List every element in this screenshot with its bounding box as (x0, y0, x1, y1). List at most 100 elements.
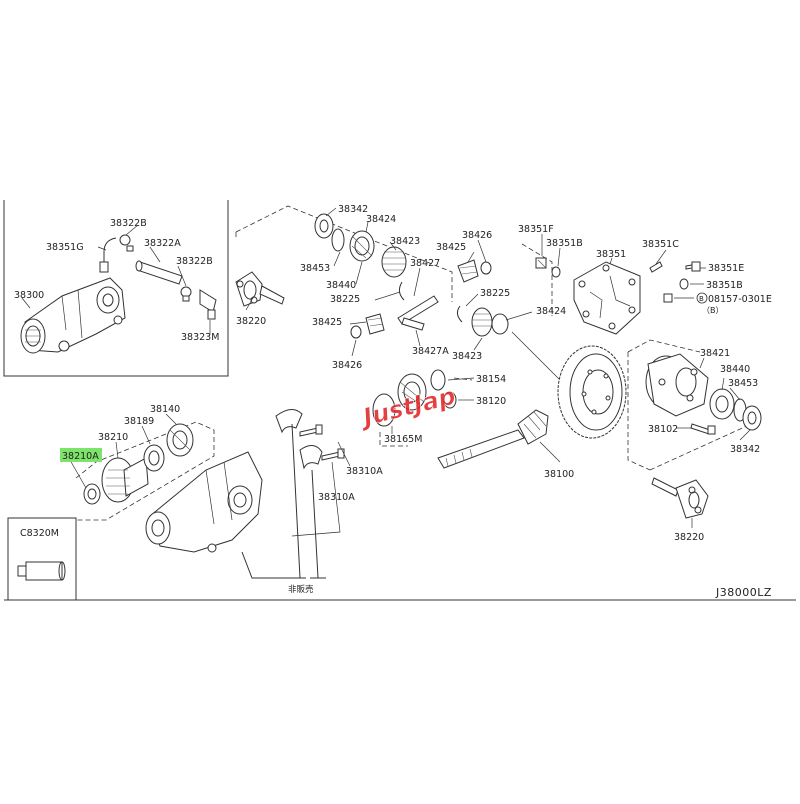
part-label: 38426 (462, 230, 492, 241)
hose-clamp-icon (180, 286, 192, 302)
mount-bracket-icon (275, 409, 303, 434)
part-label: 38421 (700, 348, 730, 359)
pinion-bearing-icon (372, 373, 427, 427)
diff-case-group (627, 339, 762, 528)
pinion-mate-gear-icon (365, 313, 385, 335)
bolt-icon (321, 448, 345, 461)
side-flange-icon (235, 271, 285, 307)
part-label: 08157-0301E (708, 294, 772, 305)
part-label: 38342 (338, 204, 368, 215)
part-label: 38310A (346, 466, 383, 477)
pinion-shim-icon (443, 391, 457, 409)
thrust-washer-icon (480, 261, 492, 275)
part-label: 38342 (730, 444, 760, 455)
not-sold-note: 非販売 (288, 584, 314, 595)
breather-hose-icon (135, 260, 183, 285)
cover-bolt-icon (685, 261, 701, 272)
thrust-washer-icon (350, 325, 362, 339)
differential-case-icon (645, 353, 709, 417)
inset-assembly-group (3, 200, 229, 377)
part-label: 38440 (720, 364, 750, 375)
sealant-box-group (7, 517, 77, 601)
pinion-mate-shaft-icon (397, 295, 439, 325)
drive-pinion-icon (437, 409, 549, 469)
part-label: 38100 (544, 469, 574, 480)
part-label: 38351B (546, 238, 583, 249)
mount-bracket-icon (299, 445, 323, 470)
pinion-spacer-icon (430, 369, 446, 391)
part-label: 38225 (330, 294, 360, 305)
part-label: 38423 (452, 351, 482, 362)
oil-seal-icon (742, 405, 762, 431)
gasket-washer-icon (679, 278, 689, 290)
part-label: （B） (702, 306, 724, 315)
part-label: 38351C (642, 239, 679, 250)
hex-nut-icon (663, 293, 673, 303)
part-label: 38351E (708, 263, 744, 274)
part-label: 38424 (366, 214, 396, 225)
gasket-washer-icon (551, 266, 561, 278)
oil-seal-icon (314, 213, 334, 239)
part-label: 38427 (410, 258, 440, 269)
final-drive-group (372, 331, 627, 469)
part-label: 38425 (312, 317, 342, 328)
part-label: 38300 (14, 290, 44, 301)
side-bearing-icon (349, 230, 375, 262)
side-gear-icon (471, 307, 509, 337)
pinion-oil-seal-icon (143, 444, 165, 472)
figure-code: J38000LZ (715, 586, 772, 599)
part-label: 38120 (476, 396, 506, 407)
side-flange-icon (651, 477, 709, 519)
sealant-tube-icon (17, 561, 66, 581)
part-label: 38322B (176, 256, 213, 267)
part-label: 38165M (384, 434, 422, 445)
part-label: 38210 (98, 432, 128, 443)
part-label: 38322B (110, 218, 147, 229)
drain-plug-icon (535, 257, 547, 269)
part-label: 38102 (648, 424, 678, 435)
snap-ring-icon (398, 281, 405, 301)
part-label: 38425 (436, 242, 466, 253)
part-label: 38322A (144, 238, 181, 249)
lock-pin-icon (401, 317, 425, 331)
pinion-mate-gear-icon (457, 259, 479, 283)
companion-flange-nut-icon (83, 483, 101, 505)
carrier-housing-icon (20, 277, 126, 354)
part-label: 38351G (46, 242, 84, 253)
gear-carrier-icon (145, 451, 263, 553)
hose-clamp-icon (119, 234, 134, 252)
reference-circle (696, 292, 708, 304)
bolt-icon (299, 424, 323, 437)
housing-front-group (69, 409, 351, 579)
shim-icon (331, 228, 345, 252)
part-label: 38154 (476, 374, 506, 385)
rear-cover-group (521, 234, 706, 335)
side-gear-icon (381, 246, 407, 278)
stud-bolt-icon (649, 261, 663, 273)
highlight-marker (60, 448, 102, 462)
breather-connector-icon (199, 289, 217, 320)
part-label: 38453 (300, 263, 330, 274)
part-label: C8320M (20, 528, 59, 539)
part-label: 38427A (412, 346, 449, 357)
part-label: 38140 (150, 404, 180, 415)
part-label: 38220 (674, 532, 704, 543)
ring-gear-bolt-icon (690, 423, 716, 435)
side-bearing-icon (709, 388, 735, 420)
part-label: 38424 (536, 306, 566, 317)
part-label: 38220 (236, 316, 266, 327)
part-label-highlighted: 38210A (62, 451, 99, 462)
part-label: 38225 (480, 288, 510, 299)
rear-cover-icon (573, 261, 641, 335)
part-label: 38351F (518, 224, 554, 235)
companion-flange-icon (101, 457, 149, 503)
part-label: 38189 (124, 416, 154, 427)
part-label: 38323M (181, 332, 219, 343)
front-pinion-bearing-icon (166, 423, 194, 457)
part-label: 38426 (332, 360, 362, 371)
part-label: 38423 (390, 236, 420, 247)
ring-gear-icon (557, 345, 627, 439)
part-label: 38310A (318, 492, 355, 503)
